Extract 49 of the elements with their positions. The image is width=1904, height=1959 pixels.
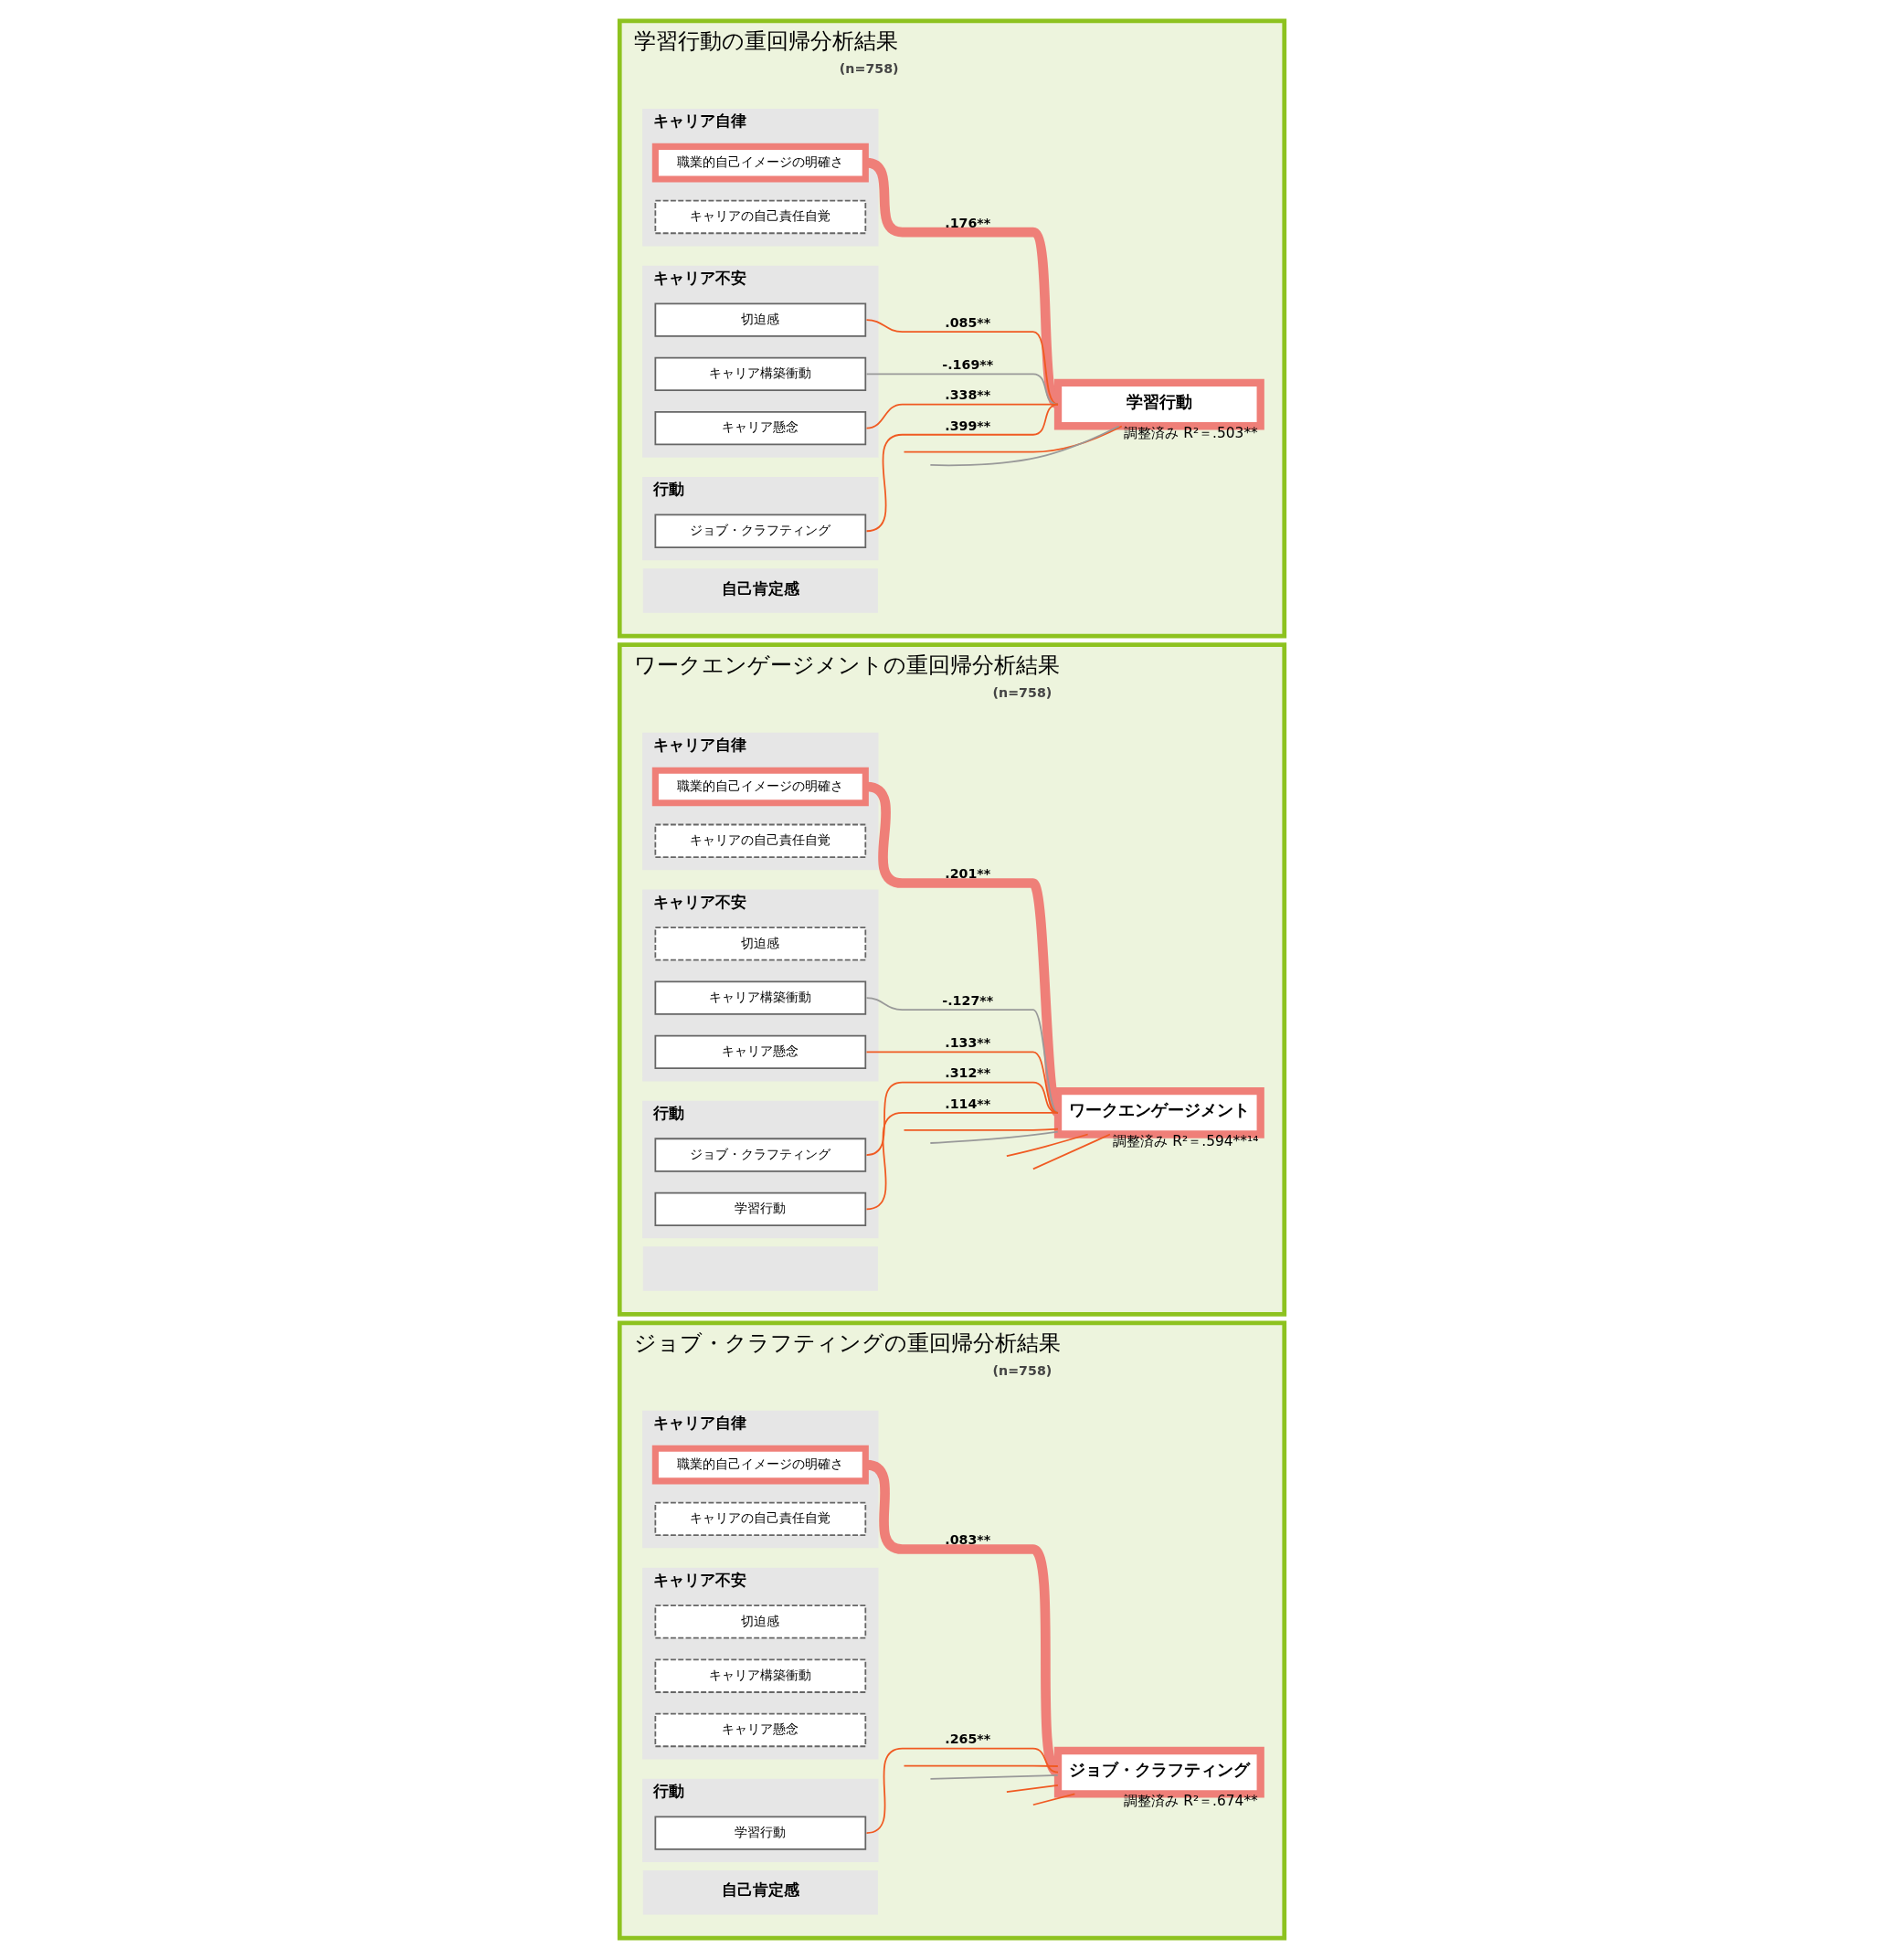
connector — [1005, 1133, 1089, 1158]
node-box: 学習行動 — [654, 1191, 867, 1226]
connector — [1006, 1784, 1059, 1793]
connector — [903, 1128, 1059, 1131]
node-box: ジョブ・クラフティング — [654, 514, 867, 548]
connector — [929, 1130, 1059, 1144]
edge-label: .338** — [945, 387, 991, 403]
edge-label: -.169** — [942, 357, 994, 373]
connector — [865, 1747, 1059, 1834]
node-box: 職業的自己イメージの明確さ — [651, 1445, 869, 1485]
connector — [929, 1774, 1059, 1780]
node-box: キャリア構築衝動 — [654, 980, 867, 1015]
edge-label: .399** — [945, 418, 991, 433]
connector — [929, 425, 1120, 467]
node-box: キャリアの自己責任自覚 — [654, 823, 867, 858]
connector — [1031, 1133, 1111, 1170]
connector — [865, 1081, 1059, 1156]
edge-label: -.127** — [942, 992, 994, 1008]
node-box: キャリア懸念 — [654, 1034, 867, 1070]
connector — [865, 373, 1059, 406]
edge-label: .176** — [945, 215, 991, 230]
connector — [865, 403, 1059, 533]
node-box: 切迫感 — [654, 927, 867, 961]
connector — [903, 425, 1123, 453]
node-box: 切迫感 — [654, 302, 867, 337]
node-box: 職業的自己イメージの明確さ — [651, 143, 869, 183]
node-box: キャリア懸念 — [654, 1712, 867, 1748]
edge-label: .114** — [945, 1096, 991, 1111]
connector — [1031, 1793, 1076, 1806]
connector — [903, 1764, 1059, 1767]
node-box: キャリア構築衝動 — [654, 1658, 867, 1693]
connector — [865, 997, 1059, 1114]
edge-label: .265** — [945, 1731, 991, 1747]
node-box: キャリアの自己責任自覚 — [654, 1501, 867, 1536]
node-box: 学習行動 — [654, 1816, 867, 1850]
node-box: キャリア構築衝動 — [654, 356, 867, 392]
edge-label: .201** — [945, 866, 991, 882]
node-box: キャリア懸念 — [654, 410, 867, 446]
edge-label: .133** — [945, 1035, 991, 1051]
connector — [865, 1111, 1059, 1211]
node-box: 職業的自己イメージの明確さ — [651, 767, 869, 807]
connector — [865, 1051, 1059, 1114]
edge-label: .312** — [945, 1065, 991, 1081]
edge-label: .085** — [945, 314, 991, 330]
node-box: 切迫感 — [654, 1604, 867, 1639]
connector — [865, 319, 1059, 406]
node-box: キャリアの自己責任自覚 — [654, 199, 867, 235]
node-box: ジョブ・クラフティング — [654, 1138, 867, 1172]
edge-label: .083** — [945, 1532, 991, 1548]
